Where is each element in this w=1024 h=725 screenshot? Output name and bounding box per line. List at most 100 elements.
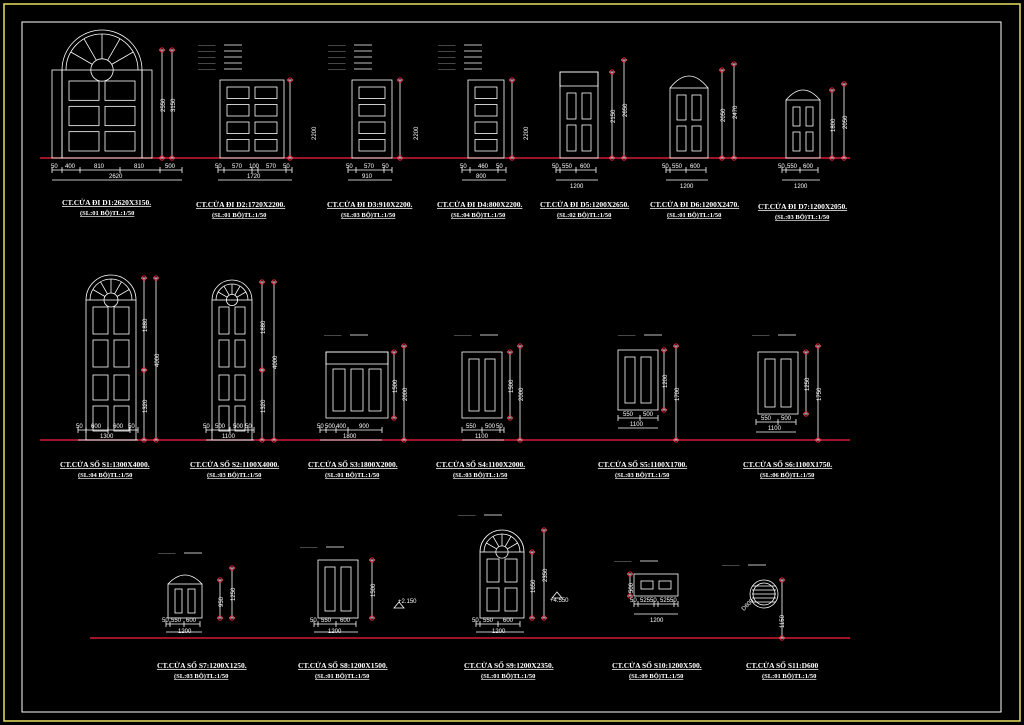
- s10-w-seg: 525: [640, 598, 651, 604]
- d1-h2-label: 3150: [171, 98, 177, 112]
- d7-h1-node: [829, 155, 835, 161]
- s6-window: [757, 351, 799, 415]
- d6-h2-node: [731, 61, 737, 67]
- s3-h1-node: [391, 349, 397, 355]
- s6-h2-label: 1750: [817, 387, 823, 401]
- title-d6: CT.CỬA ĐI D6:1200X2470.: [650, 199, 739, 209]
- s9-panel: [504, 558, 518, 583]
- s6-panel: [764, 358, 776, 408]
- s10-total: 1200: [650, 618, 664, 624]
- s11-round-window: [749, 579, 779, 609]
- s2-window: [211, 299, 253, 441]
- s2-h3-node: [271, 279, 277, 285]
- d3-note: —————: [328, 67, 346, 71]
- s2-h1-node: [259, 279, 265, 285]
- s3-h2-node: [401, 437, 407, 443]
- s1-fan-rib: [100, 281, 108, 295]
- d1-fan-rib: [83, 38, 97, 61]
- d4-h-node: [509, 155, 515, 161]
- sub-d5: (SL:02 BỘ)TL:1/50: [557, 211, 611, 219]
- d4-h-label: 2200: [524, 126, 530, 140]
- d3-w-seg: 50: [346, 164, 353, 170]
- s9-fan-rib: [507, 542, 518, 550]
- s1-h2-node: [141, 367, 147, 373]
- s2-h3-label: 4000: [273, 355, 279, 369]
- title-s4: CT.CỬA SỔ S4:1100X2000.: [436, 459, 525, 469]
- d1-w-seg: 500: [165, 164, 176, 170]
- s5-h2-label: 1700: [675, 387, 681, 401]
- sub-d7: (SL:03 BỘ)TL:1/50: [775, 213, 829, 221]
- title-d7: CT.CỬA ĐI D7:1200X2050.: [758, 201, 847, 211]
- s5-w-total: 1100: [630, 422, 644, 428]
- s1-fan-rib: [116, 289, 130, 297]
- d7-h2-node: [841, 81, 847, 87]
- d2-panel: [226, 139, 250, 152]
- s3-w-total: 1800: [343, 434, 357, 440]
- circle-size-label: D600: [741, 598, 756, 613]
- s10-window: [633, 573, 679, 597]
- d5-total: 1200: [570, 184, 584, 190]
- s5-h2-node: [673, 437, 679, 443]
- d2-panel: [254, 86, 278, 99]
- d1-fan-rib: [107, 38, 121, 61]
- title-s1: CT.CỬA SỔ S1:1300X4000.: [60, 459, 150, 469]
- d2-door: [219, 79, 285, 159]
- s1-bot-panel: [113, 405, 130, 432]
- s2-h2-label: 1320: [261, 399, 267, 413]
- d7-panel: [805, 106, 814, 127]
- d2-panel: [254, 121, 278, 134]
- d3-panel: [358, 104, 386, 117]
- s3-w-seg: 400: [336, 424, 347, 430]
- s11-note: —————: [722, 563, 740, 567]
- d3-h-node: [397, 155, 403, 161]
- s8-window: [317, 559, 359, 619]
- sub-s3: (SL:01 BỘ)TL:1/50: [325, 471, 379, 479]
- d1-fan-rib: [111, 51, 134, 65]
- s9-total: 1200: [492, 629, 506, 635]
- s7-total: 1200: [178, 629, 192, 635]
- s7-h1-node: [217, 577, 223, 583]
- s2-w-seg: 500: [215, 424, 226, 430]
- sub-s8: (SL:01 BỘ)TL:1/50: [315, 672, 369, 680]
- d4-note: —————: [438, 67, 456, 71]
- s1-top-panel: [92, 306, 109, 335]
- d1-panel: [104, 80, 136, 101]
- s1-w-total: 1300: [100, 434, 114, 440]
- d2-w-seg: 570: [266, 164, 277, 170]
- d1-w-seg: 810: [94, 164, 105, 170]
- d2-panel: [226, 121, 250, 134]
- d1-h1-label: 2550: [161, 98, 167, 112]
- s9-h1-label: 1650: [531, 579, 537, 593]
- d3-panel: [358, 139, 386, 152]
- d7-h2-label: 2050: [843, 115, 849, 129]
- d1-panel: [68, 131, 100, 152]
- d7-h1-node: [829, 87, 835, 93]
- d7-panel: [792, 131, 801, 152]
- s1-window: [85, 299, 137, 441]
- d6-panel: [691, 125, 702, 152]
- d2-h-label: 2200: [312, 126, 318, 140]
- s1-w-seg: 600: [113, 424, 124, 430]
- s7-arch: [167, 574, 203, 585]
- d2-panel: [254, 139, 278, 152]
- s3-panel: [332, 368, 346, 412]
- title-s9: CT.CỬA SỔ S9:1200X2350.: [464, 660, 554, 670]
- s7-note: —————: [158, 551, 176, 555]
- s6-panel: [780, 358, 792, 408]
- s9-window: [479, 551, 525, 619]
- s4-h1-node: [507, 349, 513, 355]
- d2-panel: [226, 86, 250, 99]
- d3-door: [351, 79, 393, 159]
- sub-d4: (SL:04 BỘ)TL:1/50: [451, 211, 505, 219]
- s3-panel: [368, 368, 382, 412]
- s7-h2-label: 1250: [231, 587, 237, 601]
- d3-w-total: 910: [362, 174, 373, 180]
- title-s2: CT.CỬA SỔ S2:1100X4000.: [190, 459, 279, 469]
- d1-panel: [68, 105, 100, 127]
- s2-bot-panel: [218, 374, 230, 401]
- d6-h1-node: [719, 67, 725, 73]
- inner-frame: [21, 21, 1002, 713]
- s3-h2-node: [401, 343, 407, 349]
- s1-arch: [85, 274, 137, 301]
- d1-w-seg: 400: [65, 164, 76, 170]
